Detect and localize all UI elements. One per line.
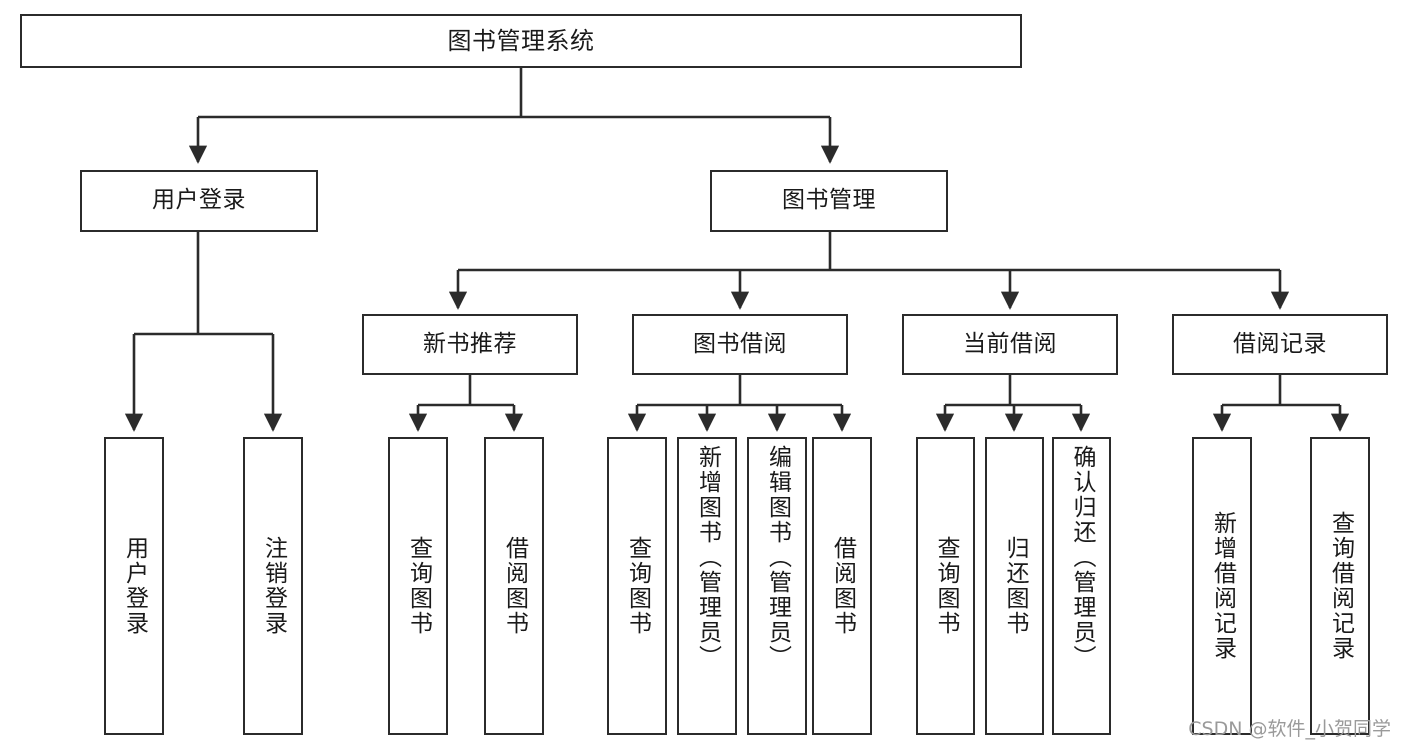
leaf-user-login-label: 用户登录 (121, 536, 148, 636)
node-book-manage[interactable]: 图书管理 (710, 170, 948, 232)
node-new-book-recommend-label: 新书推荐 (423, 330, 517, 357)
leaf-nb-query-book[interactable]: 查询图书 (388, 437, 448, 735)
node-book-borrow-label: 图书借阅 (693, 330, 787, 357)
leaf-bb-borrow-book-label: 借阅图书 (829, 536, 856, 636)
leaf-nb-query-book-label: 查询图书 (405, 536, 432, 636)
watermark: CSDN @软件_小贺同学 (1188, 718, 1391, 740)
leaf-bb-add-book-admin-label: 新增图书（管理员） (694, 445, 721, 670)
leaf-cb-query-book[interactable]: 查询图书 (916, 437, 975, 735)
node-book-manage-label: 图书管理 (782, 187, 876, 214)
leaf-bb-add-book-admin[interactable]: 新增图书（管理员） (677, 437, 737, 735)
leaf-br-add-record[interactable]: 新增借阅记录 (1192, 437, 1252, 735)
leaf-logout-label: 注销登录 (260, 536, 287, 636)
leaf-br-add-record-label: 新增借阅记录 (1209, 511, 1236, 661)
node-book-borrow[interactable]: 图书借阅 (632, 314, 848, 375)
leaf-cb-return-book-label: 归还图书 (1002, 536, 1028, 636)
node-borrow-record-label: 借阅记录 (1233, 330, 1327, 357)
leaf-user-login[interactable]: 用户登录 (104, 437, 164, 735)
node-root[interactable]: 图书管理系统 (20, 14, 1022, 68)
leaf-bb-borrow-book[interactable]: 借阅图书 (812, 437, 872, 735)
node-new-book-recommend[interactable]: 新书推荐 (362, 314, 578, 375)
node-user-login-label: 用户登录 (152, 187, 246, 214)
leaf-cb-confirm-return-admin-label: 确认归还（管理员） (1069, 445, 1095, 670)
node-current-borrow[interactable]: 当前借阅 (902, 314, 1118, 375)
leaf-logout[interactable]: 注销登录 (243, 437, 303, 735)
node-borrow-record[interactable]: 借阅记录 (1172, 314, 1388, 375)
node-user-login[interactable]: 用户登录 (80, 170, 318, 232)
leaf-bb-query-book-label: 查询图书 (624, 536, 651, 636)
leaf-cb-query-book-label: 查询图书 (933, 536, 959, 636)
leaf-nb-borrow-book[interactable]: 借阅图书 (484, 437, 544, 735)
leaf-cb-confirm-return-admin[interactable]: 确认归还（管理员） (1052, 437, 1111, 735)
leaf-bb-query-book[interactable]: 查询图书 (607, 437, 667, 735)
leaf-br-query-record[interactable]: 查询借阅记录 (1310, 437, 1370, 735)
leaf-nb-borrow-book-label: 借阅图书 (501, 536, 528, 636)
leaf-bb-edit-book-admin[interactable]: 编辑图书（管理员） (747, 437, 807, 735)
leaf-cb-return-book[interactable]: 归还图书 (985, 437, 1044, 735)
leaf-bb-edit-book-admin-label: 编辑图书（管理员） (764, 445, 791, 670)
node-current-borrow-label: 当前借阅 (963, 330, 1057, 357)
leaf-br-query-record-label: 查询借阅记录 (1327, 511, 1354, 661)
node-root-label: 图书管理系统 (447, 26, 595, 55)
